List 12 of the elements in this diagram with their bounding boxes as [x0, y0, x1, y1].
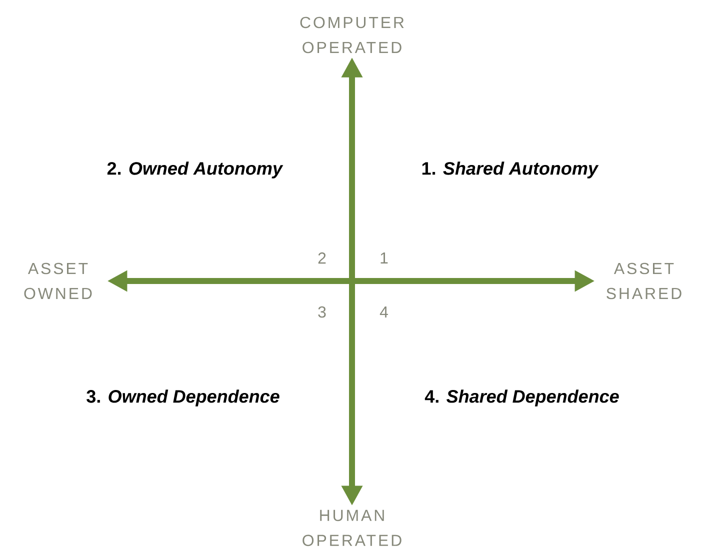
- quadrant-title: 2. Owned Autonomy: [107, 162, 284, 178]
- axis-label: HUMAN OPERATED: [302, 510, 402, 546]
- quadrant-title: 1. Shared Autonomy: [422, 162, 599, 178]
- quadrant-number: 2: [318, 252, 326, 264]
- axis-label: COMPUTER OPERATED: [300, 16, 404, 54]
- axis-label: ASSET OWNED: [24, 262, 92, 300]
- quadrant-number: 3: [318, 306, 326, 318]
- quadrant-title: 4. Shared Dependence: [424, 390, 619, 406]
- quadrant-title: 3. Owned Dependence: [86, 390, 280, 406]
- quadrant-number: 4: [380, 306, 388, 318]
- axis-label: ASSET SHARED: [606, 262, 682, 300]
- quadrant-number: 1: [380, 252, 388, 264]
